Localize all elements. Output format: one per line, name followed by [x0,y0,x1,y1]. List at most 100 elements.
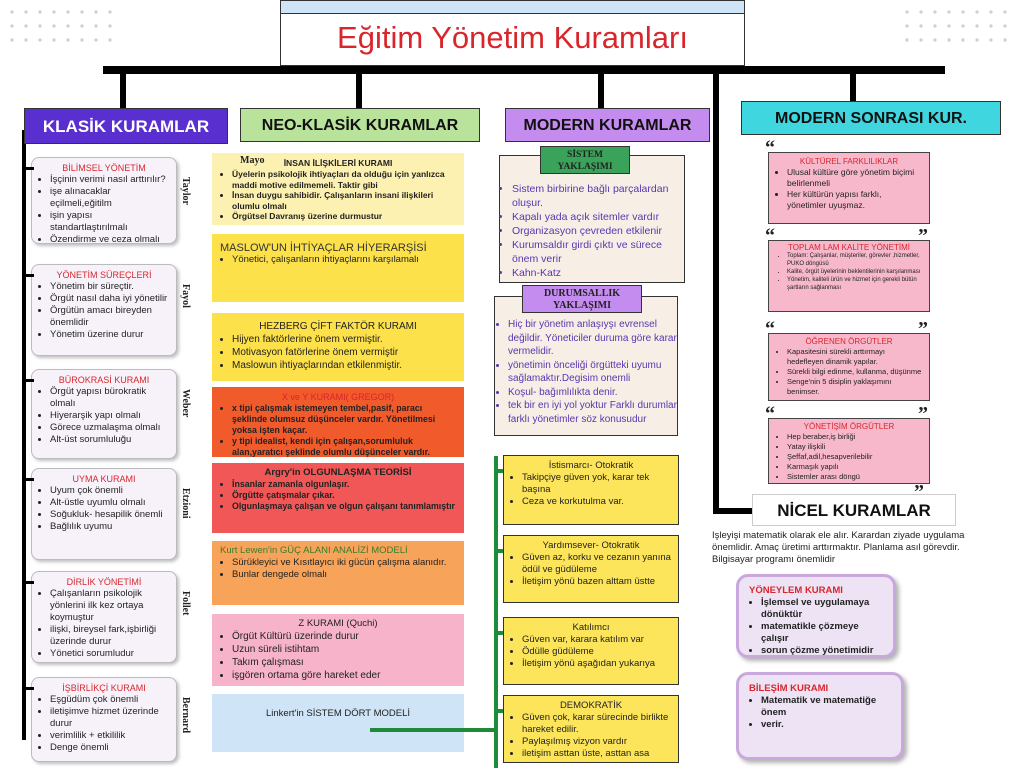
klasik-card-item: Örgüt yapısı bürokratik olmalı [50,386,170,410]
connector-neo [356,70,362,112]
likert-card-title: Katılımcı [572,622,610,633]
klasik-card-item: Denge önemli [50,742,170,754]
durum-box [494,296,678,436]
durum-item: Koşul- bağımlılıkta denir. [508,386,678,400]
klasik-author: Etzioni [180,488,191,519]
title-band [280,0,745,14]
neo-card-item: Üyelerin psikolojik ihtiyaçları da olduğ… [232,169,456,190]
neo-card-item: Motivasyon fatörlerine önem vermiştir [232,346,456,359]
neo-card-item: Hijyen faktörlerine önem vermiştir. [232,333,456,346]
klasik-card: DİRLİK YÖNETİMİÇalışanların psikolojik y… [31,571,177,663]
likert-connector-main [370,728,496,732]
neo-card-item: İnsanlar zamanla olgunlaşır. [232,479,456,490]
decorative-dots-right [900,5,1010,45]
klasik-card-list: Yönetim bir süreçtir.Örgüt nasıl daha iy… [38,281,170,341]
klasik-card-item: işin yapısı standartlaştırılmalı [50,210,170,234]
klasik-card-title: DİRLİK YÖNETİMİ [66,577,142,587]
nicel-card-item: verir. [761,719,891,731]
connector-nicel-vertical [713,74,719,514]
likert-card-item: Güven çok, karar sürecinde birlikte hare… [522,712,672,736]
header-modern: MODERN KURAMLAR [505,108,710,142]
klasik-tick [22,687,34,690]
klasik-author: Bernard [180,697,191,734]
neo-card-item: Örgütsel Davranış üzerine durmustur [232,211,456,222]
quote-open-icon: “ [765,403,775,425]
neo-card-item: Maslowun ihtiyaçlarından etkilenmiştir. [232,359,456,372]
likert-card-title: DEMOKRATİK [559,700,623,711]
main-horizontal-bar [103,66,945,74]
sistem-title: SİSTEM YAKLAŞIMI [540,146,630,174]
sistem-item: Organizasyon çevreden etkilenir [512,224,686,238]
likert-card-list: Güven az, korku ve cezanın yanına ödül v… [510,552,672,588]
ms-card-item: Hep beraber,iş birliği [787,432,923,442]
klasik-card: BİLİMSEL YÖNETİMİşçinin verimi nasıl art… [31,157,177,246]
neo-card-item: Bunlar dengede olmalı [232,569,456,581]
neo-card-list: Örgüt Kültürü üzerinde dururUzun süreli … [220,630,456,682]
klasik-card-item: Eşgüdüm çok önemli [50,694,170,706]
ms-card-item: Sistemler arası döngü [787,472,923,482]
klasik-card-item: Yönetim bir süreçtir. [50,281,170,293]
nicel-card-title: YÖNEYLEM KURAMI [749,585,843,596]
durum-item: yönetimin önceliği örgütteki uyumu sağla… [508,359,678,386]
neo-card-title: Kurt Lewen'in GÜÇ ALANI ANALİZİ MODELİ [220,545,408,556]
likert-card: Yardımsever- OtokratikGüven az, korku ve… [503,535,679,603]
klasik-tick [22,167,34,170]
klasik-card: UYMA KURAMIUyum çok önemliAlt-üstle uyum… [31,468,177,560]
klasik-card-item: ilişki, bireysel fark,işbirliği üzerinde… [50,624,170,648]
ms-card-title: ÖĞRENEN ÖRGÜTLER [805,337,893,346]
quote-open-icon: “ [765,225,775,247]
klasik-card-item: Yönetim üzerine durur [50,329,170,341]
likert-tick [494,469,504,473]
connector-klasik [120,70,126,112]
likert-card-list: Güven çok, karar sürecinde birlikte hare… [510,712,672,760]
likert-card-title: İstismarcı- Otokratik [548,460,634,471]
nicel-description: Işleyişi matematik olarak ele alır. Kara… [712,530,965,565]
klasik-card-item: Örgüt nasıl daha iyi yönetilir [50,293,170,305]
klasik-card-item: Alt-üstle uyumlu olmalı [50,497,170,509]
nicel-card-item: matematikle çözmeye çalışır [761,621,883,645]
likert-card-item: Ödülle güdüleme [522,646,672,658]
ms-card-item: Yönetim, kaliteli ürün ve hizmet için ge… [787,276,923,292]
klasik-card-list: İşçinin verimi nasıl arttırılır?işe alın… [38,174,170,246]
header-nicel: NİCEL KURAMLAR [752,494,956,526]
likert-card-item: Takipçiye güven yok, karar tek başına [522,472,672,496]
klasik-tick [22,581,34,584]
sistem-item: Kahn-Katz [512,266,686,280]
klasik-card-item: Yönetici sorumludur [50,648,170,660]
likert-card-item: iletişim asttan üste, asttan asa [522,748,672,760]
sistem-list: Sistem birbirine bağlı parçalardan oluşu… [500,182,686,280]
neo-card-list: Hijyen faktörlerine önem vermiştir.Motiv… [220,333,456,372]
neo-card-list: İnsanlar zamanla olgunlaşır.Örgütte çatı… [220,479,456,512]
klasik-author: Weber [180,389,191,418]
sistem-item: Sistem birbirine bağlı parçalardan oluşu… [512,182,686,210]
ms-card-item: Kalite, örgüt üyelerinin beklentilerinin… [787,268,923,276]
neo-card-item: Sürükleyici ve Kısıtlayıcı iki gücün çal… [232,557,456,569]
klasik-card: İŞBİRLİKÇİ KURAMIEşgüdüm çok önemliileti… [31,677,177,762]
ms-card-item: Her kültürün yapısı farklı, yönetimler u… [787,189,923,211]
klasik-card: YÖNETİM SÜREÇLERİYönetim bir süreçtir.Ör… [31,264,177,356]
quote-open-icon: “ [765,137,775,159]
neo-card-item: y tipi idealist, kendi için çalışan,soru… [232,436,456,458]
likert-card: İstismarcı- OtokratikTakipçiye güven yok… [503,455,679,525]
klasik-card-title: UYMA KURAMI [72,474,136,484]
neo-card: Z KURAMI (Quchi)Örgüt Kültürü üzerinde d… [212,614,464,686]
nicel-card: BİLEŞİM KURAMIMatematik ve matematiğe ön… [736,672,904,760]
klasik-card-item: Soğukluk- hesapilik önemli [50,509,170,521]
sistem-item: Kapalı yada açık sitemler vardır [512,210,686,224]
neo-card-title: Linkert'in SİSTEM DÖRT MODELİ [266,708,410,719]
quote-open-icon: “ [765,318,775,340]
klasik-tick [22,478,34,481]
ms-card-item: Şeffaf,adil,hesapverilebilir [787,452,923,462]
neo-card-item: Örgütte çatışmalar çıkar. [232,490,456,501]
nicel-card-item: İşlemsel ve uygulamaya dönüktür [761,597,883,621]
quote-close-icon: ” [918,225,928,247]
neo-card-item: işgören ortama göre hareket eder [232,669,456,682]
quote-close-icon: ” [918,403,928,425]
klasik-card-list: Örgüt yapısı bürokratik olmalıHiyerarşik… [38,386,170,446]
quote-close-icon: ” [918,318,928,340]
likert-card-item: Güven var, karara katılım var [522,634,672,646]
ms-card-list: Toplam: Çalışanlar, müşteriler, görevler… [775,252,923,292]
ms-card: KÜLTÜREL FARKLILIKLARUlusal kültüre göre… [768,152,930,224]
klasik-card-list: Uyum çok önemliAlt-üstle uyumlu olmalıSo… [38,485,170,533]
neo-card-list: Sürükleyici ve Kısıtlayıcı iki gücün çal… [220,557,456,581]
